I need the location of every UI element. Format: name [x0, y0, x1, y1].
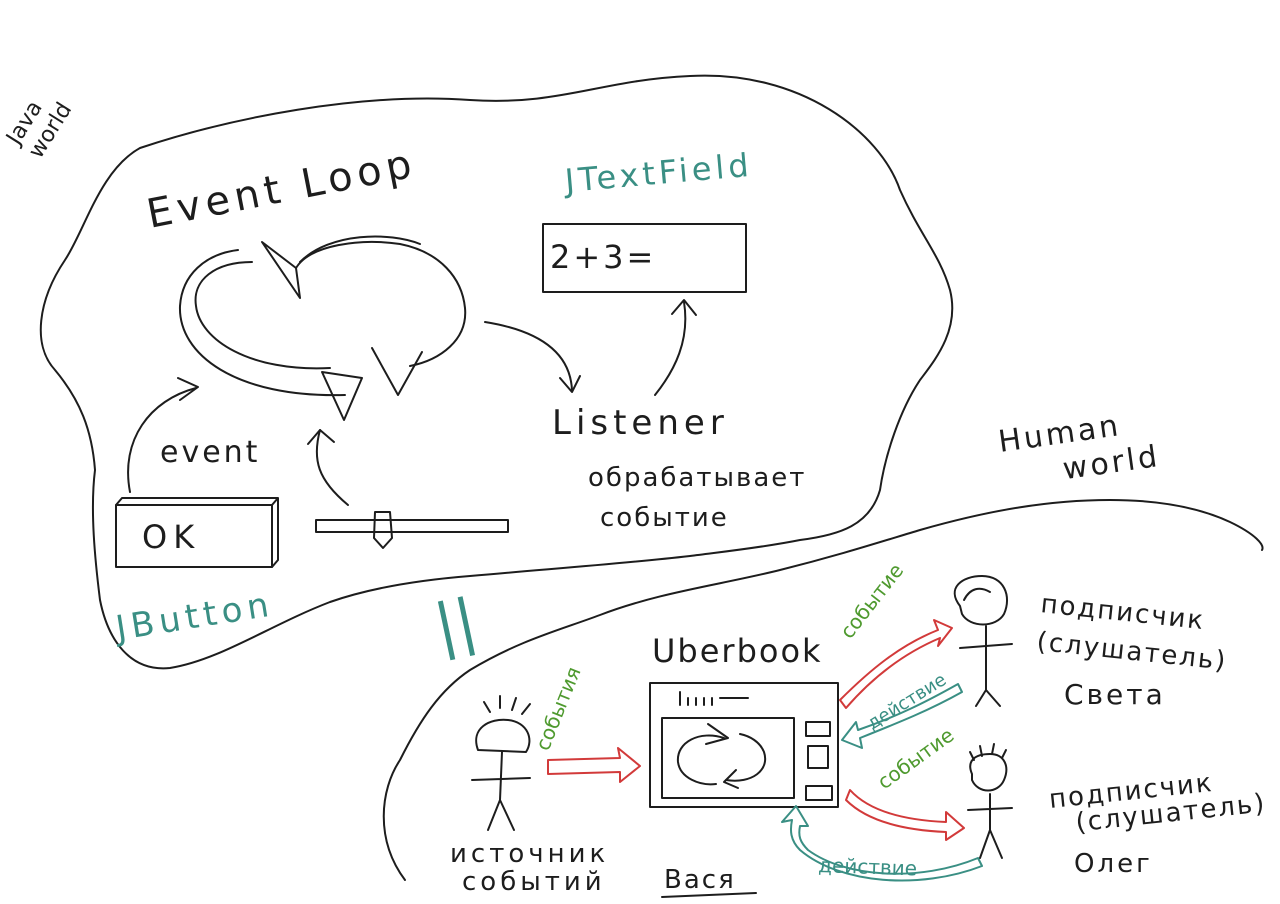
sveta-action-label: действие — [864, 669, 951, 734]
slider-thumb[interactable] — [373, 511, 393, 549]
event-arrow — [127, 387, 197, 493]
listener-to-textfield-arrow-head — [671, 299, 697, 316]
java-world-region: Java world Event Loop event — [1, 74, 954, 670]
uberbook-to-oleg-arrow — [845, 789, 965, 841]
listener-description: обрабатывает событие — [588, 463, 817, 533]
loop-to-listener-arrow — [484, 321, 573, 391]
slider-track — [315, 519, 509, 533]
oleg-event-label: событие — [873, 723, 959, 794]
slider-sketch[interactable] — [315, 511, 509, 549]
source-to-uberbook-arrow — [547, 747, 641, 783]
event-label: event — [160, 435, 260, 470]
loop-to-listener-arrow-head — [559, 375, 581, 393]
sveta-event-label: событие — [835, 559, 908, 643]
event-loop-label: Event Loop — [143, 141, 420, 238]
slider-arrow — [315, 429, 349, 506]
subscriber-oleg-figure — [967, 743, 1013, 859]
source-label-line2: событий — [462, 867, 606, 897]
ok-button-text: OK — [142, 518, 200, 556]
jtextfield-label: JTextField — [561, 146, 754, 200]
source-name: Вася — [664, 865, 736, 895]
event-arrow-head — [177, 377, 199, 401]
subscriber-sveta-figure — [953, 575, 1013, 707]
subscriber-oleg-label: подписчик (слушатель) — [1048, 763, 1268, 841]
slider-arrow-head — [307, 429, 335, 445]
listener-to-textfield-arrow — [654, 301, 687, 396]
uberbook-side-button-2[interactable] — [807, 745, 829, 769]
sveta-to-uberbook-arrow — [841, 683, 963, 749]
listener-desc-line1: обрабатывает — [588, 463, 806, 493]
uberbook-title-scribble — [679, 691, 749, 706]
source-label-line1: источник — [450, 839, 609, 869]
text-field-value: 2+3= — [550, 238, 656, 276]
human-world-label: Human world — [996, 403, 1162, 495]
oleg-to-uberbook-arrow — [781, 805, 983, 882]
subscriber-sveta-name: Света — [1064, 678, 1166, 711]
subscriber-sveta-label: подписчик (слушатель) — [1035, 589, 1232, 677]
java-world-boundary — [39, 74, 954, 670]
equivalence-mark: || — [429, 586, 483, 663]
uberbook-content-area — [661, 717, 795, 799]
uberbook-side-button-3[interactable] — [805, 785, 833, 801]
source-name-underline — [661, 892, 757, 898]
human-world-boundary — [382, 499, 1264, 881]
source-label: источник событий — [450, 839, 621, 897]
human-world-region: Human world Uberbook источни — [382, 403, 1268, 898]
uberbook-to-sveta-arrow — [839, 619, 953, 709]
ok-button-sketch[interactable]: OK — [115, 497, 279, 568]
uberbook-side-button-1[interactable] — [805, 721, 831, 737]
event-loop-cycle-icon — [178, 235, 467, 421]
uberbook-window[interactable] — [649, 682, 839, 808]
java-world-label: Java world — [1, 85, 77, 165]
jbutton-label: JButton — [111, 585, 276, 650]
text-field-sketch[interactable]: 2+3= — [542, 223, 747, 293]
listener-label: Listener — [552, 403, 729, 443]
source-person-figure — [471, 695, 531, 831]
source-event-label: события — [530, 663, 585, 754]
uberbook-cycle-icon — [676, 723, 767, 789]
listener-desc-line2: событие — [600, 503, 729, 533]
subscriber-oleg-name: Олег — [1074, 849, 1153, 879]
uberbook-label: Uberbook — [652, 632, 823, 670]
oleg-action-label: действие — [818, 853, 918, 880]
